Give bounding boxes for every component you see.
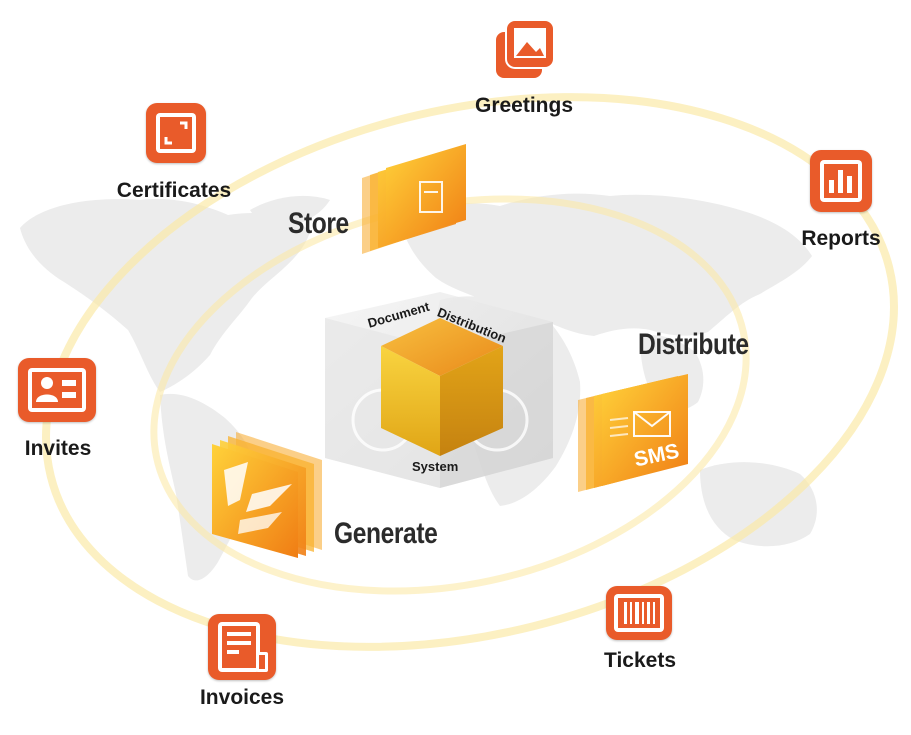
invoice-document-icon	[208, 614, 276, 680]
image-stack-icon	[494, 18, 558, 82]
stage-label-distribute: Distribute	[638, 328, 749, 361]
output-label-invites: Invites	[24, 437, 92, 460]
outer-ring	[42, 93, 898, 651]
bar-chart-icon	[810, 150, 872, 212]
distribute-stack	[578, 374, 688, 492]
frame-corners-icon	[146, 103, 206, 163]
stage-label-store: Store	[288, 207, 349, 240]
output-label-reports: Reports	[801, 227, 881, 250]
output-label-invoices: Invoices	[199, 686, 285, 709]
generate-stack	[212, 432, 322, 558]
output-label-greetings: Greetings	[474, 94, 574, 117]
stage-label-generate: Generate	[334, 517, 438, 550]
output-label-tickets: Tickets	[604, 649, 676, 672]
id-card-icon	[18, 358, 96, 422]
center-label-system: System	[412, 459, 459, 474]
output-label-certificates: Certificates	[116, 179, 232, 202]
gold-cube	[381, 318, 503, 456]
barcode-ticket-icon	[606, 586, 672, 640]
store-stack	[362, 144, 466, 254]
